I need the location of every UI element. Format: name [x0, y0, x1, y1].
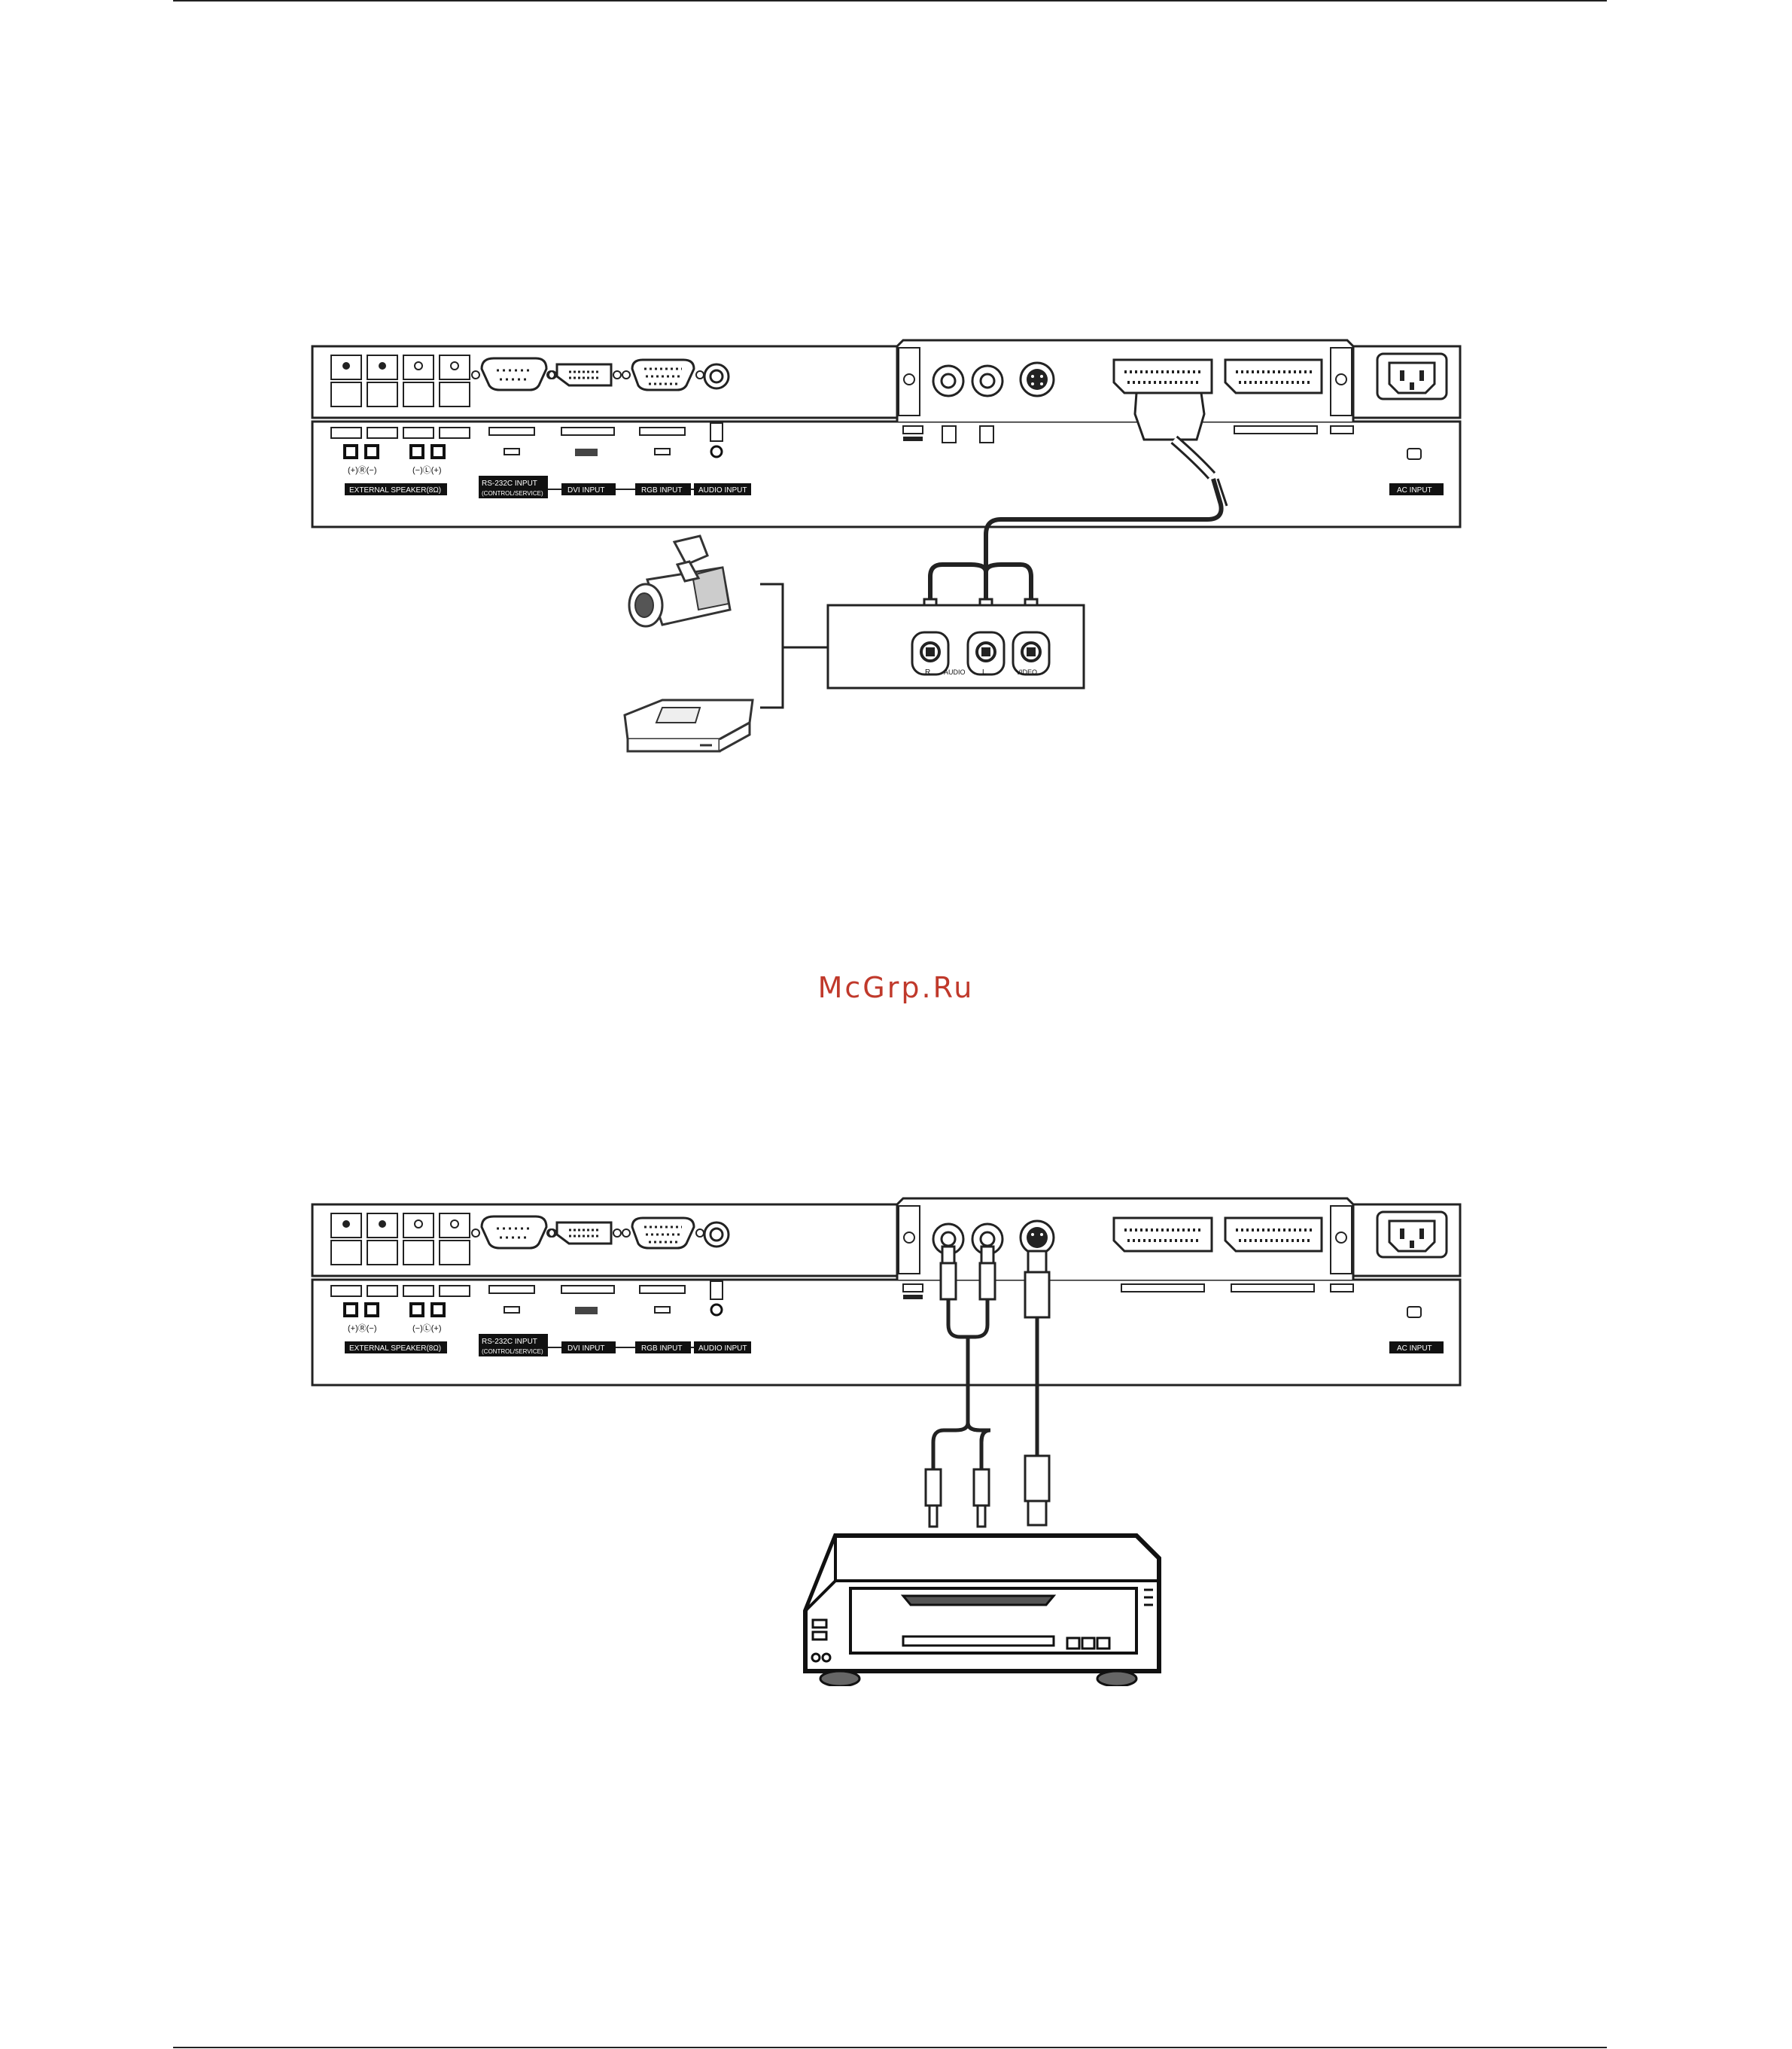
scart-port-2-2 — [1225, 1218, 1322, 1251]
figure-scart-connection: (+)Ⓡ(−) (−)Ⓛ(+) EXTERNAL SPEAKER(8Ω) RS-… — [0, 301, 1792, 813]
rs232c-sublabel-2: (CONTROL/SERVICE) — [482, 1348, 543, 1355]
s-video-cable — [1025, 1251, 1049, 1525]
dvi-label-2: DVI INPUT — [567, 1344, 604, 1353]
watermark: McGrp.Ru — [0, 971, 1792, 1004]
speaker-polarity-right-2: (−)Ⓛ(+) — [412, 1323, 442, 1333]
rear-panel-bottom-2 — [312, 1280, 1460, 1385]
dvd-player-icon — [805, 1536, 1159, 1686]
speaker-polarity-left: (+)Ⓡ(−) — [348, 465, 377, 475]
scart-port-1 — [1114, 360, 1212, 393]
rs232c-sublabel: (CONTROL/SERVICE) — [482, 490, 543, 497]
external-speaker-label: EXTERNAL SPEAKER(8Ω) — [349, 486, 441, 495]
av-audio-label: AUDIO — [944, 668, 966, 676]
source-bracket — [760, 584, 828, 708]
av-video-label: VIDEO — [1016, 668, 1037, 676]
rs232c-label: RS-232C INPUT — [482, 480, 537, 488]
ac-input-label: AC INPUT — [1397, 486, 1432, 495]
rgb-label: RGB INPUT — [641, 486, 682, 495]
audio-label-2: AUDIO INPUT — [698, 1344, 747, 1353]
dvi-label: DVI INPUT — [567, 486, 604, 495]
figure-svideo-connection: (+)Ⓡ(−) (−)Ⓛ(+) EXTERNAL SPEAKER(8Ω) RS-… — [0, 1159, 1792, 1686]
av-l-label: L — [982, 668, 987, 677]
vcr-icon — [625, 700, 753, 751]
av-r-label: R — [925, 668, 930, 677]
audio-label: AUDIO INPUT — [698, 486, 747, 495]
scart-port-2 — [1225, 360, 1322, 393]
speaker-polarity-left-2: (+)Ⓡ(−) — [348, 1323, 377, 1333]
camcorder-icon — [629, 536, 730, 626]
speaker-polarity-right: (−)Ⓛ(+) — [412, 465, 442, 475]
ac-input-label-2: AC INPUT — [1397, 1344, 1432, 1353]
rgb-label-2: RGB INPUT — [641, 1344, 682, 1353]
external-speaker-label-2: EXTERNAL SPEAKER(8Ω) — [349, 1344, 441, 1353]
top-rule — [173, 0, 1607, 2]
s-video-jack-2 — [1021, 1221, 1054, 1254]
bottom-rule — [173, 2047, 1607, 2048]
rs232c-label-2: RS-232C INPUT — [482, 1338, 537, 1346]
rear-panel-bottom — [312, 422, 1460, 527]
scart-port-1-2 — [1114, 1218, 1212, 1251]
s-video-jack — [1021, 363, 1054, 396]
